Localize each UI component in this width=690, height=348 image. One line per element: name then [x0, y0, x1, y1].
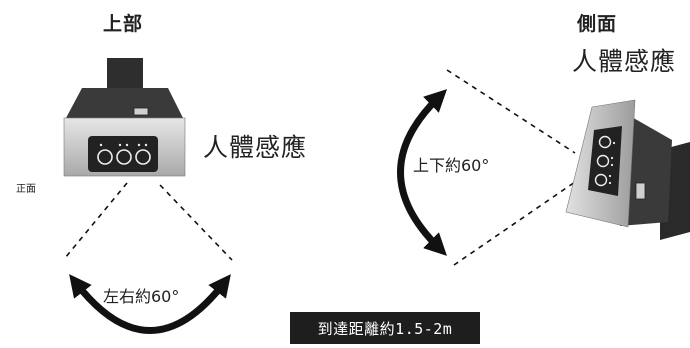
arc-arrow-icon [69, 274, 231, 334]
detection-cone-top [64, 182, 233, 261]
device-body [66, 88, 183, 118]
angle-up-down-label: 上下約60° [413, 156, 490, 175]
top-view-title: 上部 [103, 13, 144, 35]
knob-icon [135, 149, 151, 165]
knob-icon [116, 149, 132, 165]
side-view-title: 側面 [577, 13, 618, 35]
arc-arrow-icon [397, 89, 448, 256]
device-mount [107, 58, 143, 88]
device-top-view [63, 58, 186, 177]
knob-icon [596, 154, 610, 168]
sensing-label-side: 人體感應 [572, 47, 677, 76]
sensing-label-top: 人體感應 [203, 133, 308, 162]
distance-badge: 到達距離約1.5-2m [290, 312, 480, 344]
knob-icon [594, 173, 608, 187]
switch-icon [133, 107, 149, 116]
detection-cone-side [446, 69, 576, 266]
device-side-view [565, 99, 690, 240]
front-label: 正面 [16, 184, 36, 195]
switch-icon [635, 182, 646, 200]
angle-left-right-label: 左右約60° [103, 287, 180, 306]
knob-icon [97, 149, 113, 165]
knob-icon [598, 135, 612, 149]
